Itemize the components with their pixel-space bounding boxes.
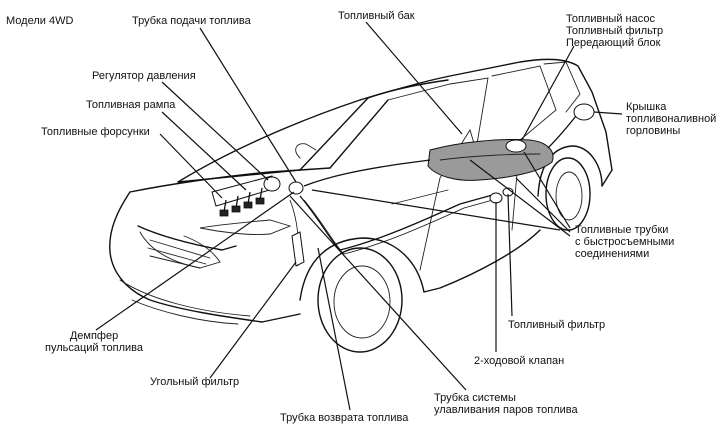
label-fuel-supply-pipe: Трубка подачи топлива	[132, 15, 251, 27]
model-label: Модели 4WD	[6, 15, 74, 27]
label-charcoal-canister: Угольный фильтр	[150, 376, 240, 388]
label-pressure-regulator: Регулятор давления	[92, 70, 196, 82]
label-two-way-valve: 2-ходовой клапан	[474, 355, 565, 367]
leader-lines	[95, 21, 623, 411]
label-fuel-filter: Топливный фильтр	[508, 319, 606, 331]
label-pulsation-damper: Демпфер пульсаций топлива	[44, 330, 144, 354]
label-fuel-tank: Топливный бак	[338, 10, 415, 22]
label-filler-cap: Крышка топливоналивной горловины	[626, 101, 717, 137]
label-fuel-injectors: Топливные форсунки	[41, 126, 150, 138]
label-fuel-rail: Топливная рампа	[86, 99, 176, 111]
label-quick-connect-fuel-lines: Топливные трубки с быстросъемными соедин…	[575, 224, 675, 260]
label-fuel-return-pipe: Трубка возврата топлива	[280, 412, 409, 424]
label-evap-pipe: Трубка системы улавливания паров топлива	[434, 392, 578, 416]
label-fuel-pump-filter-sender: Топливный насос Топливный фильтр Передаю…	[566, 13, 664, 49]
fuel-system-parts	[211, 103, 595, 267]
